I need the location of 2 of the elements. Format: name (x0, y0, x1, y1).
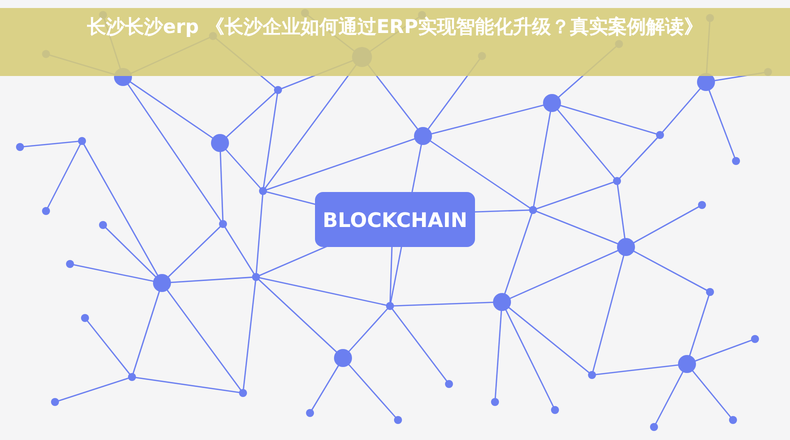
title-banner: 长沙长沙erp 《长沙企业如何通过ERP实现智能化升级？真实案例解读》 (0, 8, 790, 76)
label-box: BLOCKCHAIN (315, 192, 475, 247)
